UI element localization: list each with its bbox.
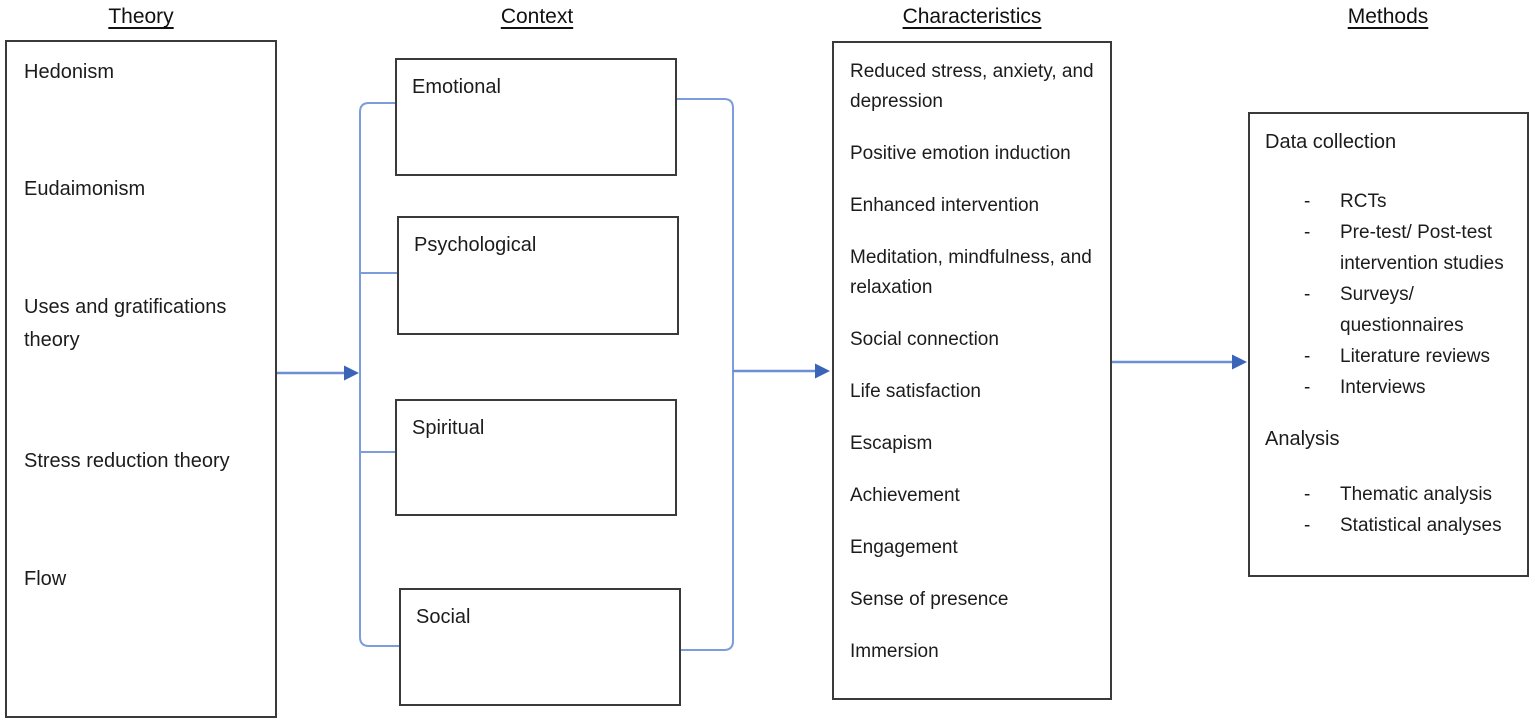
theory-to-context-arrow-head [344,365,359,381]
context-right-brace [676,98,734,651]
characteristic-item: Immersion [850,641,939,662]
methods-analysis-list: - Thematic analysis - Statistical analys… [1265,479,1519,541]
methods-box: Data collection - RCTs - Pre-test/ Post-… [1248,112,1529,577]
dash-bullet: - [1304,484,1311,505]
methods-item-label: Interviews [1340,377,1426,398]
methods-section-heading: Analysis [1265,428,1340,450]
theory-item: Eudaimonism [24,178,146,200]
methods-item-label: Thematic analysis [1340,484,1493,505]
methods-item-label: Surveys/ questionnaires [1340,284,1464,336]
context-box-emotional: Emotional [395,58,677,176]
methods-list-item: - Statistical analyses [1265,510,1519,541]
theory-item: Hedonism [24,61,115,83]
methods-item-label: Pre-test/ Post-test intervention studies [1340,222,1504,274]
characteristics-box: Reduced stress, anxiety, and depression … [832,41,1112,700]
characteristic-item: Positive emotion induction [850,143,1071,164]
column-title-context: Context [500,5,574,28]
characteristic-item: Enhanced intervention [850,195,1040,216]
context-box-label: Spiritual [412,417,485,439]
context-box-spiritual: Spiritual [395,399,677,516]
context-to-characteristics-arrow-head [815,363,830,379]
dash-bullet: - [1304,222,1311,243]
theory-item: Flow [24,568,67,590]
theory-item: Stress reduction theory [24,450,230,472]
dash-bullet: - [1304,377,1311,398]
methods-list-item: - Literature reviews [1265,341,1519,372]
context-box-psychological: Psychological [397,216,679,335]
methods-item-label: RCTs [1340,191,1387,212]
characteristic-item: Escapism [850,433,933,454]
context-box-label: Psychological [414,234,537,256]
characteristics-to-methods-arrow-head [1232,354,1247,370]
dash-bullet: - [1304,284,1311,305]
methods-item-label: Statistical analyses [1340,515,1502,536]
dash-bullet: - [1304,515,1311,536]
context-box-label: Social [416,606,471,628]
characteristic-item: Meditation, mindfulness, and relaxation [850,247,1092,298]
context-box-label: Emotional [412,76,501,98]
methods-list-item: - Surveys/ questionnaires [1265,279,1519,341]
context-left-brace [359,102,400,647]
methods-item-label: Literature reviews [1340,346,1490,367]
dash-bullet: - [1304,346,1311,367]
theory-item: Uses and gratifications theory [24,296,227,351]
characteristic-item: Sense of presence [850,589,1009,610]
column-title-methods: Methods [1347,5,1429,28]
methods-list-item: - Interviews [1265,372,1519,403]
theory-box: Hedonism Eudaimonism Uses and gratificat… [5,40,277,718]
characteristic-item: Engagement [850,537,958,558]
characteristic-item: Life satisfaction [850,381,981,402]
characteristic-item: Achievement [850,485,960,506]
dash-bullet: - [1304,191,1311,212]
methods-list-item: - Pre-test/ Post-test intervention studi… [1265,217,1519,279]
methods-data-collection-list: - RCTs - Pre-test/ Post-test interventio… [1265,186,1519,403]
characteristic-item: Social connection [850,329,999,350]
methods-section-heading: Data collection [1265,131,1397,153]
methods-list-item: - Thematic analysis [1265,479,1519,510]
characteristic-item: Reduced stress, anxiety, and depression [850,61,1094,112]
context-box-social: Social [399,588,681,706]
methods-list-item: - RCTs [1265,186,1519,217]
column-title-characteristics: Characteristics [902,5,1042,28]
column-title-theory: Theory [108,5,174,28]
